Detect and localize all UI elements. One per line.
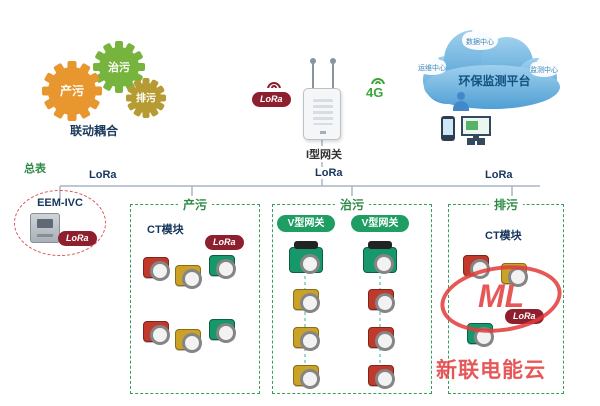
module-chain-lines bbox=[304, 246, 381, 384]
gear-green-label: 治污 bbox=[108, 60, 130, 74]
user-icon bbox=[453, 92, 469, 112]
gears-caption: 联动耦合 bbox=[70, 124, 119, 138]
gateway-label: I型网关 bbox=[296, 146, 352, 162]
cloud-platform-title: 环保监测平台 bbox=[458, 74, 531, 88]
ct-module-yellow-icon bbox=[175, 265, 202, 289]
ct-module-red-icon bbox=[143, 321, 170, 345]
ct-module-yellow-icon bbox=[293, 327, 320, 351]
cloud-monitor-center-label: 监测中心 bbox=[530, 67, 558, 74]
gear-orange-icon: 产污 bbox=[42, 61, 102, 121]
energy-meter-icon bbox=[30, 213, 60, 243]
gateway-device-icon bbox=[303, 88, 341, 140]
ct-module-green-icon bbox=[467, 323, 494, 347]
ct-module-yellow-icon bbox=[501, 263, 528, 287]
v-gateway-device-icon bbox=[363, 241, 397, 274]
gateway-lora-badge: LoRa bbox=[252, 92, 291, 107]
ct-module-yellow-icon bbox=[293, 365, 320, 389]
monitor-icon bbox=[461, 116, 491, 141]
gear-green-icon: 治污 bbox=[93, 41, 145, 93]
cloud-ops-center-label: 运维中心 bbox=[418, 65, 446, 72]
smartphone-icon bbox=[441, 116, 455, 141]
bus-lora-middle-label: LoRa bbox=[312, 167, 346, 179]
v-gateway-label: V型网关 bbox=[277, 215, 335, 232]
gear-orange-label: 产污 bbox=[60, 83, 84, 98]
group-box-paiwu-title: 排污 bbox=[488, 196, 524, 213]
group-box-zhiwu-title: 治污 bbox=[334, 196, 370, 213]
main-meter-model-label: EEM-IVC bbox=[37, 197, 83, 209]
ct-module-red-icon bbox=[463, 255, 490, 279]
gateway-antenna-icon bbox=[310, 58, 316, 90]
group-box-paiwu: 排污 CT模块 LoRa bbox=[448, 196, 564, 394]
ct-module-red-icon bbox=[143, 257, 170, 281]
ct-module-red-icon bbox=[368, 289, 395, 313]
ct-module-red-icon bbox=[368, 365, 395, 389]
v-gateway-device-icon bbox=[289, 241, 323, 274]
cloud-data-center-label: 数据中心 bbox=[466, 39, 494, 46]
gear-olive-label: 排污 bbox=[136, 92, 156, 105]
group-box-chanwu: 产污 CT模块 LoRa bbox=[130, 196, 260, 394]
4g-label: 4G bbox=[366, 85, 384, 100]
main-meter-boundary bbox=[14, 190, 106, 256]
lora-signal-icon bbox=[266, 78, 282, 88]
ct-module-label: CT模块 bbox=[147, 224, 184, 236]
ct-module-green-icon bbox=[209, 319, 236, 343]
group-box-zhiwu: 治污 V型网关 V型网关 bbox=[272, 196, 432, 394]
ct-module-red-icon bbox=[368, 327, 395, 351]
main-meter-lora-badge: LoRa bbox=[58, 231, 97, 246]
ct-module-lora-badge: LoRa bbox=[505, 309, 544, 324]
bus-lora-right-label: LoRa bbox=[482, 169, 516, 181]
ct-module-yellow-icon bbox=[175, 329, 202, 353]
ct-module-label: CT模块 bbox=[485, 230, 522, 242]
gear-olive-icon: 排污 bbox=[126, 78, 166, 118]
ct-module-yellow-icon bbox=[293, 289, 320, 313]
main-meter-caption: 总表 bbox=[24, 163, 46, 175]
v-gateway-label: V型网关 bbox=[351, 215, 409, 232]
ct-module-green-icon bbox=[209, 255, 236, 279]
4g-signal-icon bbox=[370, 74, 386, 84]
bus-lora-left-label: LoRa bbox=[86, 169, 120, 181]
cloud-sub-bubbles bbox=[418, 27, 558, 77]
group-box-chanwu-title: 产污 bbox=[177, 196, 213, 213]
gateway-antenna-icon bbox=[330, 58, 336, 90]
ct-module-lora-badge: LoRa bbox=[205, 235, 244, 250]
